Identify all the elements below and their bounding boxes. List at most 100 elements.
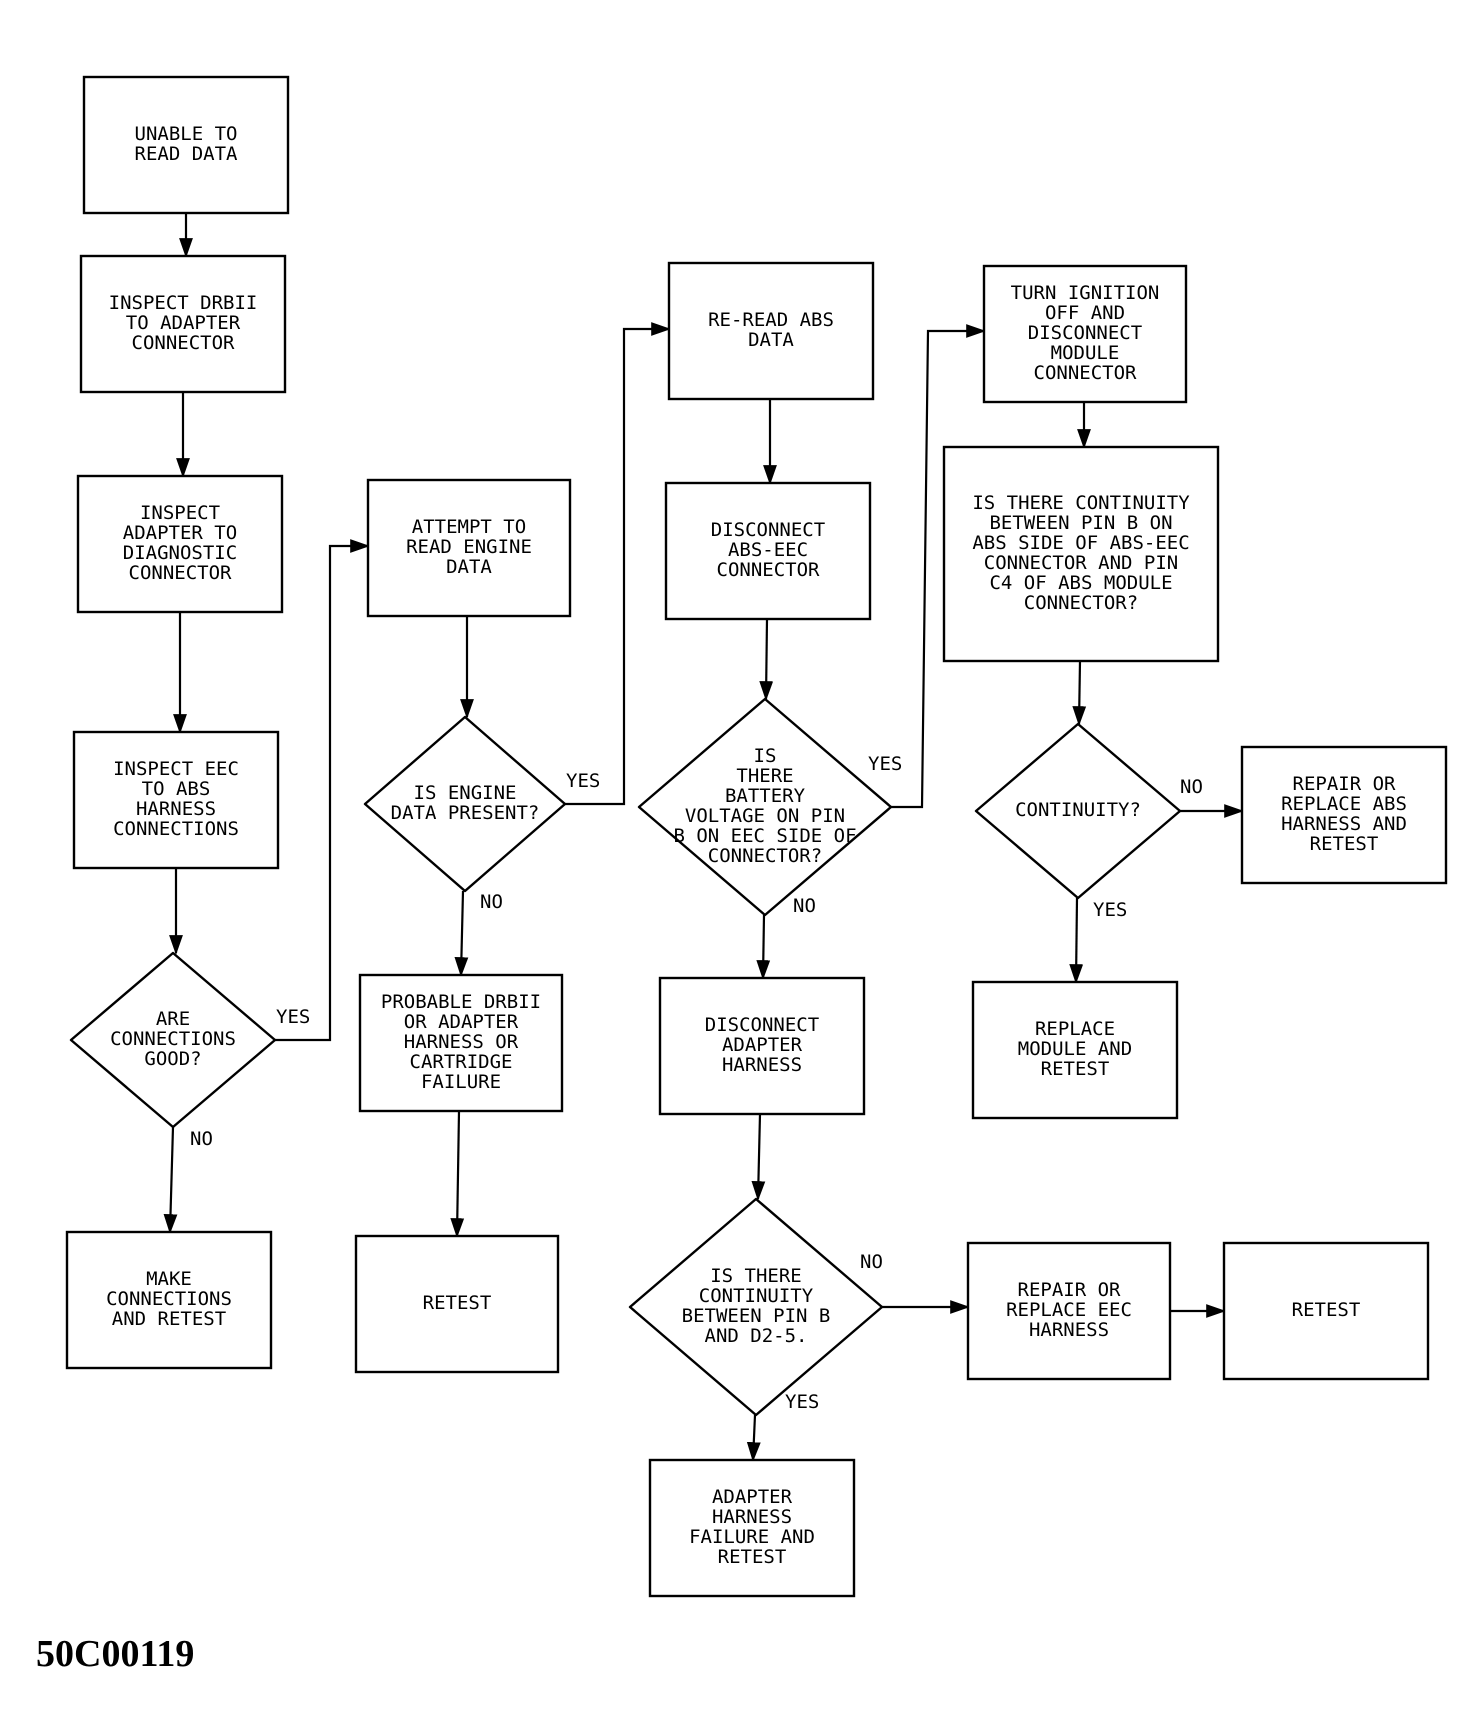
edge-label-no: NO	[860, 1251, 883, 1273]
node-text-line: BETWEEN PIN B ON	[989, 512, 1172, 534]
node-text-line: HARNESS	[712, 1506, 792, 1528]
node-text-line: IS THERE CONTINUITY	[972, 492, 1190, 514]
process-box	[664, 481, 872, 621]
node-text-line: REPAIR OR	[1293, 773, 1397, 795]
node-text-line: PROBABLE DRBII	[381, 991, 541, 1013]
node-text-line: RETEST	[1292, 1299, 1361, 1321]
figure-id: 50C00119	[36, 1633, 194, 1675]
edge-label-yes: YES	[785, 1391, 819, 1413]
node-text-line: DISCONNECT	[1028, 322, 1142, 344]
decision-d5: CONTINUITY?	[974, 722, 1182, 900]
node-text-line: AND D2-5.	[705, 1325, 808, 1347]
node-text-line: ADAPTER	[722, 1034, 803, 1056]
process-box	[971, 980, 1179, 1120]
process-box	[1240, 745, 1448, 885]
node-text-line: VOLTAGE ON PIN	[685, 805, 845, 827]
node-text-line: B ON EEC SIDE OF	[673, 825, 856, 847]
node-text-line: CONNECTOR?	[708, 845, 822, 867]
connector-d2-to-n9	[565, 322, 671, 806]
process-box	[648, 1458, 856, 1598]
node-text-line: OFF AND	[1045, 302, 1125, 324]
node-text-line: CONTINUITY	[699, 1285, 814, 1307]
connector-n16-to-d5	[1072, 660, 1087, 726]
node-text-line: UNABLE TO	[135, 123, 238, 145]
node-text-line: DIAGNOSTIC	[123, 542, 237, 564]
decision-diamond	[363, 715, 567, 893]
node-text-line: REPLACE	[1035, 1018, 1115, 1040]
process-box	[982, 264, 1188, 404]
node-text-line: CONTINUITY?	[1015, 799, 1141, 821]
node-text-line: THERE	[736, 765, 793, 787]
process-box	[1222, 1241, 1430, 1381]
node-text-line: ABS SIDE OF ABS-EEC	[972, 532, 1189, 554]
connector-d2-to-n7	[454, 890, 469, 977]
node-text-line: BETWEEN PIN B	[682, 1305, 831, 1327]
node-text-line: CONNECTOR AND PIN	[984, 552, 1178, 574]
node-text-line: CONNECTIONS	[113, 818, 239, 840]
node-text-line: READ ENGINE	[406, 536, 532, 558]
decision-diamond	[628, 1197, 884, 1417]
node-text-line: RETEST	[718, 1546, 787, 1568]
node-text-line: MODULE AND	[1018, 1038, 1132, 1060]
node-text-line: CONNECTOR?	[1024, 592, 1138, 614]
node-text-line: HARNESS	[1029, 1319, 1109, 1341]
node-text-line: IS ENGINE	[414, 782, 517, 804]
node-text-line: DATA	[748, 329, 794, 351]
process-box	[667, 261, 875, 401]
process-box	[354, 1234, 560, 1374]
node-text-line: REPLACE EEC	[1006, 1299, 1132, 1321]
process-box	[966, 1241, 1172, 1381]
node-text-line: HARNESS AND	[1281, 813, 1407, 835]
node-text-line: DISCONNECT	[705, 1014, 819, 1036]
connector-d4-to-n12	[746, 1414, 761, 1462]
node-text-line: RE-READ ABS	[708, 309, 834, 331]
edge-label-no: NO	[480, 891, 503, 913]
process-box	[658, 976, 866, 1116]
node-text-line: AND RETEST	[112, 1308, 226, 1330]
edge-label-yes: YES	[1093, 899, 1127, 921]
node-text-line: FAILURE AND	[689, 1526, 815, 1548]
connectors	[163, 213, 1244, 1462]
node-text-line: IS	[754, 745, 777, 767]
node-text-line: ADAPTER TO	[123, 522, 237, 544]
node-text-line: HARNESS	[136, 798, 216, 820]
node-text-line: C4 OF ABS MODULE	[989, 572, 1172, 594]
node-text-line: CONNECTOR	[132, 332, 236, 354]
node-text-line: CONNECTOR	[1034, 362, 1138, 384]
connector-d1-to-n6	[275, 539, 370, 1042]
edge-label-no: NO	[793, 895, 816, 917]
node-text-line: DISCONNECT	[711, 519, 825, 541]
node-text-line: READ DATA	[135, 143, 239, 165]
node-text-line: MODULE	[1051, 342, 1120, 364]
node-text-line: ABS-EEC	[728, 539, 808, 561]
node-text-line: CARTRIDGE	[410, 1051, 513, 1073]
node-text-line: FAILURE	[421, 1071, 501, 1093]
connector-d5-to-n18	[1069, 897, 1084, 984]
step-n14: RETEST	[1222, 1241, 1430, 1381]
process-box	[72, 730, 280, 870]
node-text-line: CONNECTIONS	[110, 1028, 236, 1050]
process-box	[79, 254, 287, 394]
node-text-line: CONNECTIONS	[106, 1288, 232, 1310]
process-box	[366, 478, 572, 618]
node-text-line: RETEST	[1310, 833, 1379, 855]
connector-n7-to-n8	[450, 1110, 465, 1238]
process-box	[358, 973, 564, 1113]
connector-n10-to-d3	[759, 618, 774, 701]
process-box	[82, 75, 290, 215]
